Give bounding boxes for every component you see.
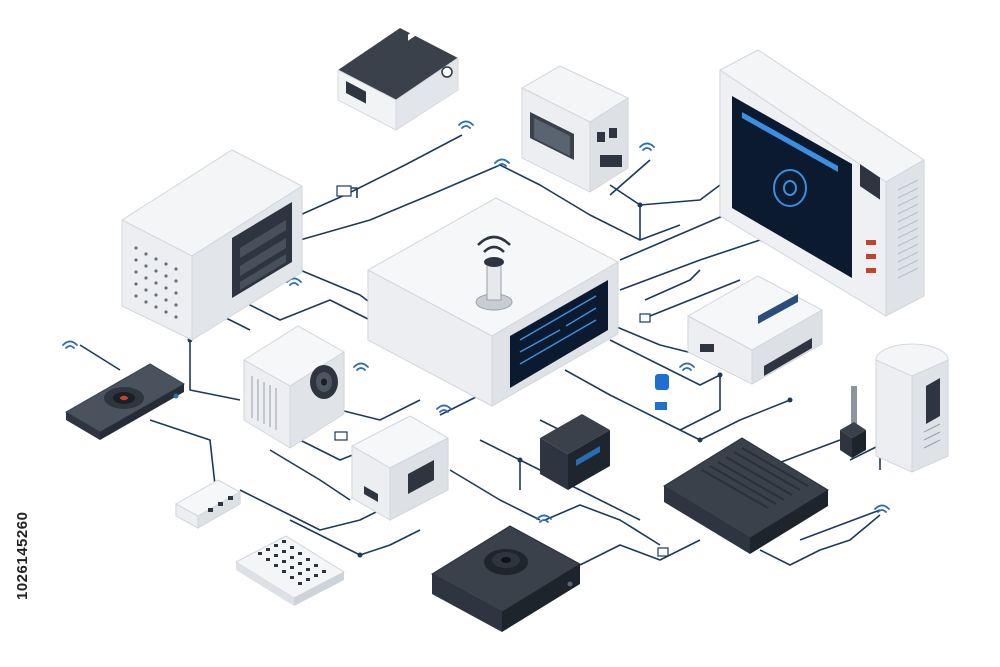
printer-unit — [522, 66, 628, 192]
speaker-icon — [484, 549, 528, 575]
wifi-signal-icon — [63, 342, 77, 349]
speaker-icon — [104, 387, 144, 409]
wifi-pin — [655, 374, 669, 410]
status-light-icon — [866, 240, 876, 273]
wifi-signal-icon — [680, 364, 694, 371]
location-pin-icon — [655, 374, 669, 410]
white-tower — [876, 344, 948, 472]
white-speaker — [244, 326, 344, 448]
wifi-signal-icon — [640, 144, 654, 151]
display-monitor — [720, 50, 924, 316]
tower-server — [122, 150, 302, 340]
usb-hub — [176, 480, 240, 528]
stock-id-label: 1026145260 — [14, 512, 31, 600]
wifi-signal-icon — [459, 122, 473, 129]
keyboard — [236, 536, 344, 606]
wifi-signal-icon — [495, 160, 509, 167]
usb-dongle — [840, 386, 866, 458]
dark-speaker-pad — [66, 364, 184, 440]
usb-icon — [840, 422, 866, 458]
wifi-signal-icon — [354, 364, 368, 371]
projector-icon — [442, 67, 452, 77]
central-hub — [368, 198, 618, 406]
dark-puck-speaker — [432, 526, 580, 632]
speaker-icon — [310, 365, 338, 399]
small-white-cube — [352, 416, 448, 520]
top-media-box — [338, 12, 458, 130]
set-top-box — [664, 438, 828, 554]
